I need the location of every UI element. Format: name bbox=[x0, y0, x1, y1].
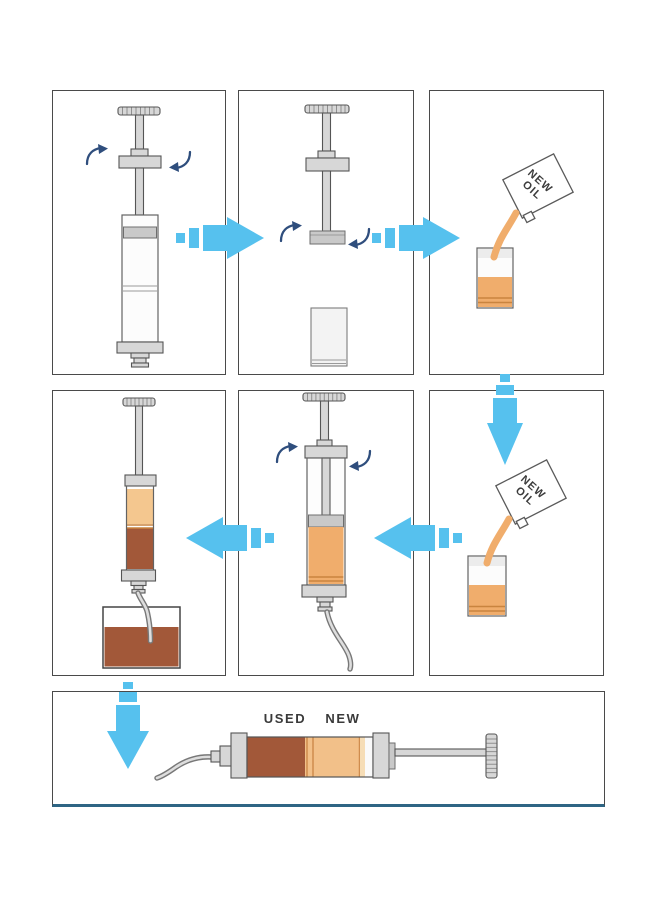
plunger-shaft bbox=[319, 400, 330, 442]
rotate-arrow-icon bbox=[275, 440, 300, 464]
lock-collar bbox=[124, 474, 157, 487]
plunger-shaft bbox=[321, 112, 332, 152]
nozzle bbox=[130, 362, 150, 368]
rotate-arrow-icon bbox=[346, 227, 371, 251]
lock-collar bbox=[304, 445, 348, 459]
rotate-arrow-icon bbox=[279, 219, 304, 243]
flow-arrow-down-icon bbox=[487, 374, 523, 465]
new-oil-fill bbox=[308, 527, 344, 584]
rotate-arrow-icon bbox=[347, 449, 372, 473]
new-oil-fill bbox=[127, 489, 153, 524]
step4-pour-new-oil-again: NEW OIL bbox=[467, 459, 568, 617]
new-oil-label: NEW bbox=[325, 711, 360, 726]
piston bbox=[309, 230, 346, 245]
hose bbox=[325, 610, 352, 671]
step5-reassembled-with-hose bbox=[275, 392, 372, 672]
used-oil-fill bbox=[247, 737, 305, 777]
lock-collar bbox=[305, 157, 350, 172]
panel-step-3 bbox=[429, 90, 604, 375]
rotate-arrow-icon bbox=[85, 142, 110, 166]
piston bbox=[123, 226, 157, 239]
flow-arrow-right-icon bbox=[372, 217, 460, 259]
empty-cylinder bbox=[310, 307, 348, 367]
flow-arrow-right-icon bbox=[176, 217, 264, 259]
step3-pour-new-oil: NEW OIL bbox=[476, 153, 575, 309]
plunger-shaft bbox=[394, 748, 488, 757]
oil-bottle bbox=[494, 459, 568, 530]
step7-result-horizontal-syringe: USED NEW bbox=[154, 711, 498, 781]
flow-arrow-down-icon bbox=[107, 682, 149, 769]
piston bbox=[308, 514, 344, 528]
pour-stream bbox=[490, 209, 520, 261]
step6-extract-used-oil bbox=[102, 397, 181, 669]
bottom-cap bbox=[301, 584, 347, 598]
hose bbox=[155, 755, 214, 780]
step2-plunger-removed bbox=[279, 104, 371, 367]
hose bbox=[136, 591, 152, 643]
bottle-spout bbox=[515, 516, 529, 530]
oil-bottle bbox=[501, 153, 575, 224]
rotate-arrow-icon bbox=[167, 150, 192, 174]
used-oil-liquid bbox=[104, 627, 179, 667]
pour-stream bbox=[483, 515, 513, 567]
flow-arrow-left-icon bbox=[186, 517, 274, 559]
bottom-cap bbox=[120, 569, 157, 582]
nozzle bbox=[219, 745, 233, 767]
lock-collar bbox=[118, 155, 162, 169]
plunger-shaft bbox=[134, 405, 144, 476]
new-oil-fill bbox=[305, 737, 360, 777]
new-oil-fill bbox=[469, 585, 505, 615]
rear-cap bbox=[372, 732, 390, 779]
bottle-spout bbox=[522, 210, 536, 224]
used-oil-label: USED bbox=[264, 711, 307, 726]
bottom-cap bbox=[116, 341, 164, 354]
step1-syringe-assembled bbox=[85, 106, 192, 368]
used-oil-fill bbox=[127, 528, 153, 569]
flow-arrow-left-icon bbox=[374, 517, 462, 559]
plunger-shaft bbox=[134, 114, 145, 152]
front-cap bbox=[230, 732, 248, 779]
